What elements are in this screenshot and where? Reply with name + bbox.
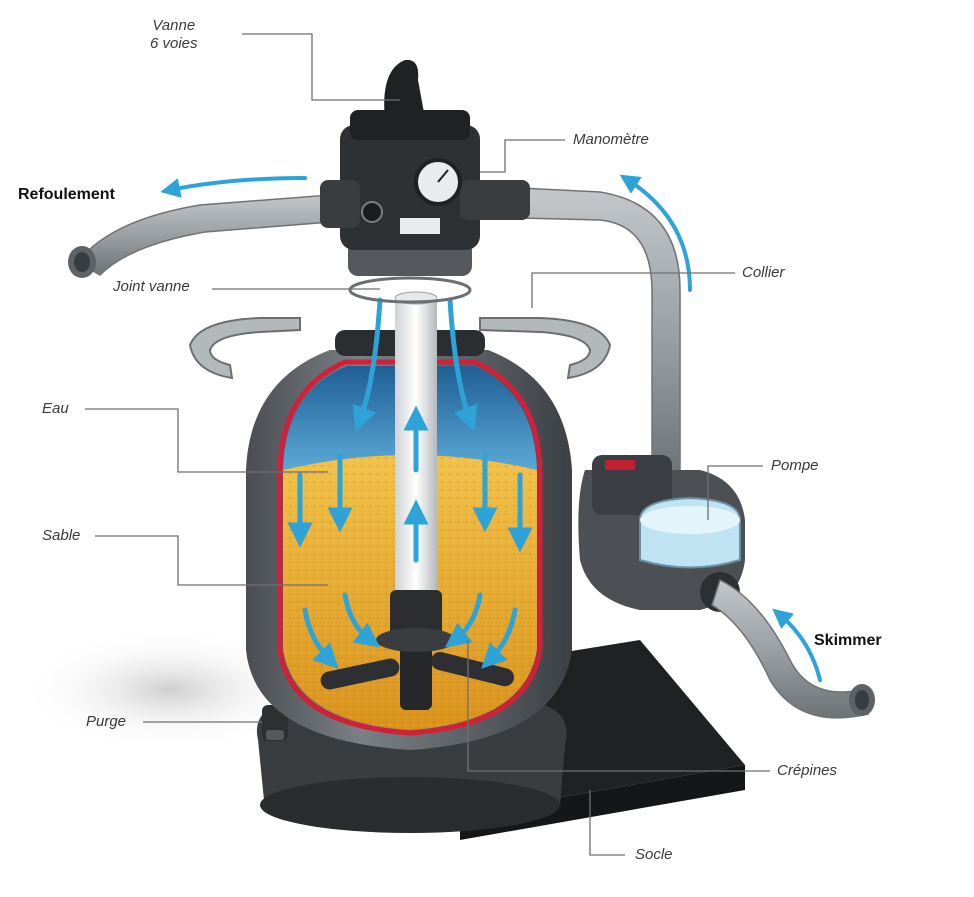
external-flow-arrows bbox=[160, 174, 822, 682]
collier-clamp bbox=[188, 317, 612, 380]
label-sable: Sable bbox=[42, 527, 81, 544]
label-crepines: Crépines bbox=[777, 762, 838, 779]
label-manometre: Manomètre bbox=[573, 131, 649, 148]
joint-vanne-ring bbox=[348, 276, 472, 304]
leader-lines bbox=[85, 33, 770, 856]
label-purge: Purge bbox=[86, 713, 127, 730]
crepines-laterals bbox=[320, 628, 514, 710]
label-eau: Eau bbox=[42, 400, 69, 417]
purge-valve bbox=[262, 705, 288, 741]
six-way-valve bbox=[320, 59, 530, 276]
label-socle: Socle bbox=[635, 846, 673, 863]
refoulement-pipe bbox=[76, 194, 331, 276]
label-joint-vanne: Joint vanne bbox=[113, 278, 190, 295]
flow-arrows bbox=[287, 297, 533, 669]
label-skimmer: Skimmer bbox=[814, 632, 882, 649]
ground-shadow bbox=[20, 630, 320, 750]
label-collier: Collier bbox=[742, 264, 785, 281]
label-vanne-6-voies: Vanne 6 voies bbox=[150, 17, 198, 52]
label-pompe: Pompe bbox=[771, 457, 819, 474]
tank-lining bbox=[277, 359, 543, 736]
label-refoulement: Refoulement bbox=[18, 186, 115, 203]
pump bbox=[578, 455, 745, 612]
